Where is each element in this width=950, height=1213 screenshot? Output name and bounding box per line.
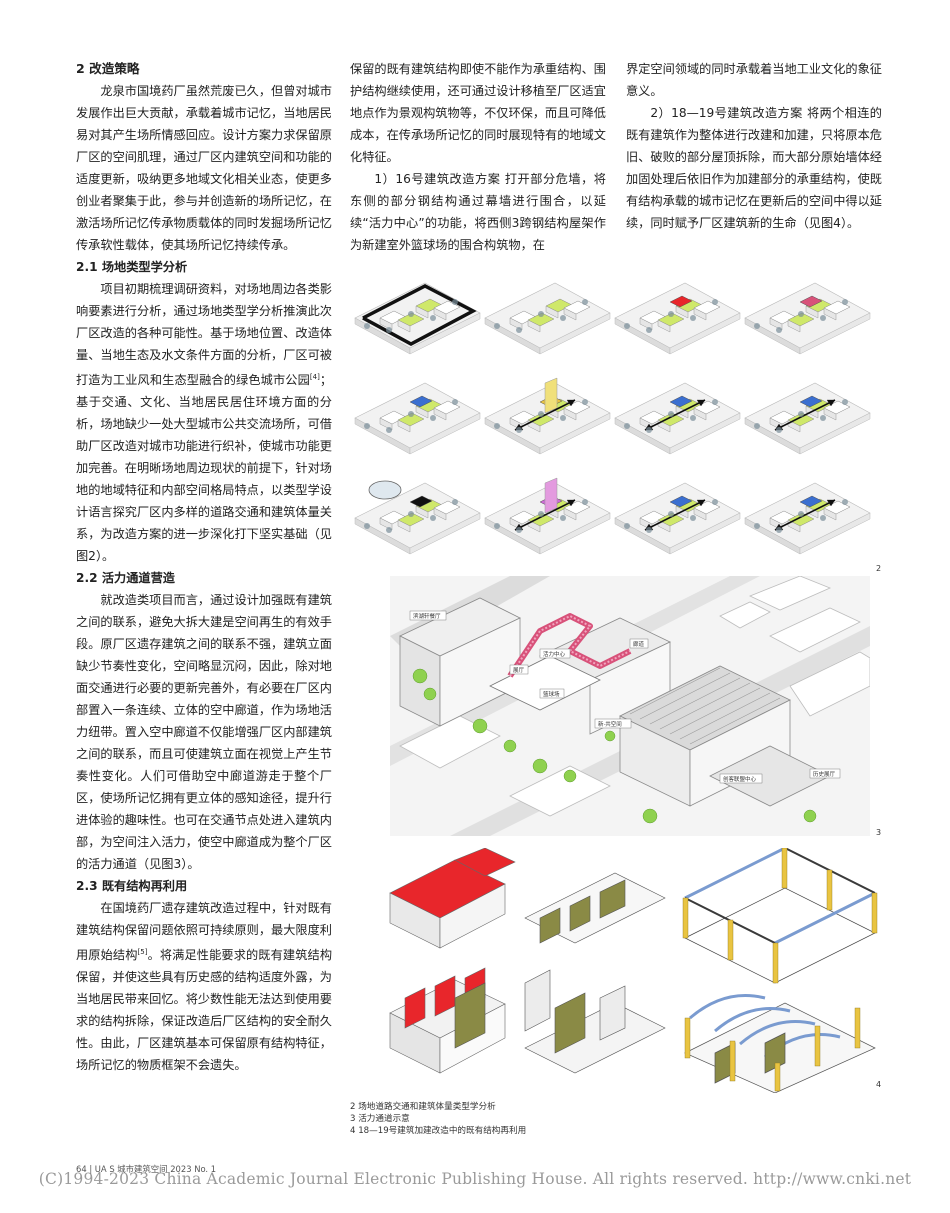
figure-label: 展厅 (513, 667, 525, 674)
figure-3-number: 3 (876, 828, 882, 837)
figure-label-box (809, 768, 841, 779)
text: 项目初期梳理调研资料，对场地周边各类影响要素进行分析，通过场地类型学分析推演此次… (76, 282, 332, 388)
paragraph: 1）16号建筑改造方案 打开部分危墙，将东侧的部分钢结构通过幕墙进行围合，以延续… (350, 172, 606, 252)
typology-diagram (614, 382, 741, 455)
figure-label-box (539, 648, 571, 659)
figure-label-box (594, 718, 632, 729)
typology-diagram (744, 482, 871, 555)
figure-label: 廊道 (633, 640, 645, 648)
figure-label: 历史展厅 (813, 770, 836, 778)
caption-fig4: 4 18—19号建筑加建改造中的既有结构再利用 (350, 1126, 527, 1136)
column-right: 界定空间领域的同时承载着当地工业文化的象征意义。 2）18—19号建筑改造方案 … (626, 58, 882, 234)
typology-diagram (614, 482, 741, 555)
figure-4-structure-reuse (389, 848, 878, 1093)
typology-diagram (744, 382, 871, 455)
paragraph: 2）18—19号建筑改造方案 将两个相连的既有建筑作为整体进行改建和加建，只将原… (626, 106, 882, 230)
column-left: 2 改造策略 龙泉市国境药厂虽然荒废已久，但曾对城市发展作出巨大贡献，承载着城市… (76, 58, 332, 1076)
paragraph: 龙泉市国境药厂虽然荒废已久，但曾对城市发展作出巨大贡献，承载着城市记忆，当地居民… (76, 84, 332, 252)
figure-label: 篮球场 (543, 690, 560, 698)
figure-2-typology-grid (354, 282, 871, 555)
copyright-watermark: (C)1994-2023 China Academic Journal Elec… (38, 1170, 912, 1188)
typology-diagram (354, 382, 481, 455)
caption-fig2: 2 场地道路交通和建筑体量类型学分析 (350, 1102, 496, 1112)
typology-diagram (354, 480, 481, 555)
typology-diagram (484, 377, 611, 455)
figure-label-box (629, 638, 649, 649)
section-heading: 2 改造策略 (76, 61, 140, 76)
typology-diagram (484, 282, 611, 355)
paragraph: 在国境药厂遗存建筑改造过程中，针对既有建筑结构保留问题依照可持续原则，最大限度利… (76, 897, 332, 1076)
caption-fig3: 3 活力通道示意 (350, 1114, 410, 1124)
paragraph: 界定空间领域的同时承载着当地工业文化的象征意义。 (626, 62, 882, 98)
figure-label: 新·共空间 (598, 720, 622, 728)
text: 在国境药厂遗存建筑改造过程中，针对既有建筑结构保留问题依照可持续原则，最大限度利… (76, 901, 332, 963)
text: ；基于交通、文化、当地居民居住环境方面的分析，场地缺少一处大型城市公共交流场所，… (76, 373, 332, 564)
typology-diagram (484, 477, 611, 555)
subsection-heading: 2.3 既有结构再利用 (76, 879, 188, 894)
figure-label-box (409, 610, 447, 621)
subsection-heading: 2.2 活力通道营造 (76, 571, 175, 586)
paragraph: 就改造类项目而言，通过设计加强既有建筑之间的联系，避免大拆大建是空间再生的有效手… (76, 593, 332, 872)
figure-2-number: 2 (876, 564, 882, 573)
figure-label: 活力中心 (543, 650, 566, 658)
typology-diagram (744, 282, 871, 355)
typology-diagram (614, 282, 741, 355)
citation[interactable]: [5] (137, 948, 148, 957)
text: 。将满足性能要求的既有建筑结构保留，并使这些具有历史感的结构适度外露，为当地居民… (76, 948, 333, 1073)
figure-captions: 2 场地道路交通和建筑体量类型学分析 3 活力通道示意 4 18—19号建筑加建… (350, 1101, 750, 1137)
typology-diagram (354, 282, 481, 355)
figure-label: 滨湖轩餐厅 (413, 612, 441, 620)
figure-label-box (509, 664, 529, 675)
paragraph: 项目初期梳理调研资料，对场地周边各类影响要素进行分析，通过场地类型学分析推演此次… (76, 278, 332, 567)
figure-label: 创客联盟中心 (723, 775, 757, 783)
figure-4-number: 4 (876, 1080, 882, 1089)
citation[interactable]: [4] (309, 373, 320, 381)
column-middle: 保留的既有建筑结构即使不能作为承重结构、围护结构继续使用，还可通过设计移植至厂区… (350, 58, 606, 256)
subsection-heading: 2.1 场地类型学分析 (76, 260, 188, 274)
figure-label-box (719, 773, 763, 784)
page-footer: 64 | UA S 城市建筑空间 2023 No. 1 (76, 1164, 217, 1174)
figure-label-box (539, 688, 565, 699)
paragraph: 保留的既有建筑结构即使不能作为承重结构、围护结构继续使用，还可通过设计移植至厂区… (350, 62, 606, 164)
